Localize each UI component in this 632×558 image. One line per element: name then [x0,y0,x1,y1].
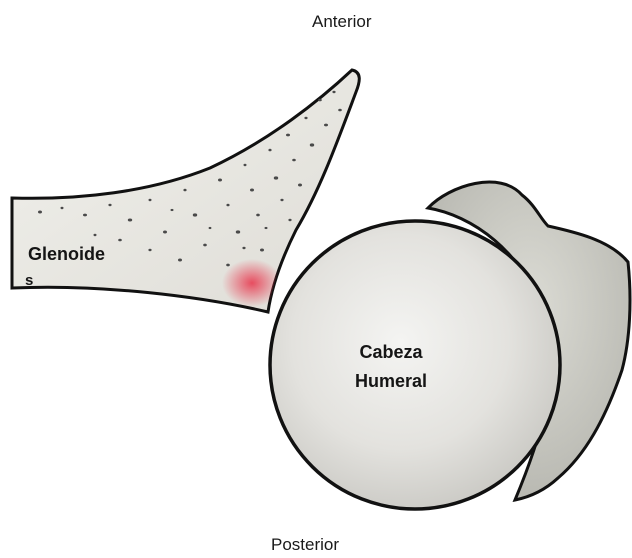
humeral-label-line1: Cabeza [355,338,427,367]
glenoid-label-wrap: s [25,272,33,289]
glenoid-red-highlight [222,259,282,307]
humeral-label-line2: Humeral [355,367,427,396]
posterior-label: Posterior [271,535,339,555]
glenoid-label: Glenoide [28,244,105,265]
humeral-head-label: Cabeza Humeral [355,338,427,396]
anterior-label: Anterior [312,12,372,32]
